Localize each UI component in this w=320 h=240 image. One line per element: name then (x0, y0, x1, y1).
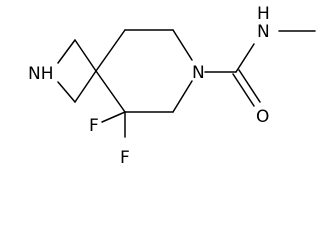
bond-nh-to-top-ch2 (57, 39, 76, 64)
bond-layer (57, 29, 316, 138)
atom-label-fluorine-left: F (89, 116, 99, 136)
bond-cf2-to-f-left (101, 111, 126, 123)
bond-spiro-to-bottom-ch2 (74, 70, 97, 103)
bond-n-to-ch2-lower-right (172, 80, 193, 113)
bond-bottom-ch2-to-nh (57, 81, 76, 103)
atom-label-n-ring: N (192, 63, 205, 83)
structure-canvas: NH N H N O F F (28, 4, 316, 168)
atom-label-n-methyl: N (257, 22, 270, 42)
bond-carbonyl-double-a (232, 73, 255, 107)
atom-label-oxygen: O (256, 107, 269, 127)
bond-ch2-upper-right-to-n (172, 29, 193, 61)
bond-cf2-to-spiro (95, 70, 126, 113)
atom-label-h-amide: H (257, 4, 270, 24)
bond-carbonyl-double-b (238, 69, 261, 103)
atom-label-fluorine-lower: F (120, 148, 130, 168)
atom-label-layer: NH N H N O F F (28, 4, 270, 168)
bond-top-ch2-to-spiro (74, 39, 97, 72)
atom-label-nh: NH (28, 64, 54, 84)
bond-carbonyl-c-to-nh (235, 43, 255, 73)
bond-spiro-to-ch2-top (95, 29, 126, 72)
structure-diagram: NH N H N O F F (28, 4, 316, 168)
